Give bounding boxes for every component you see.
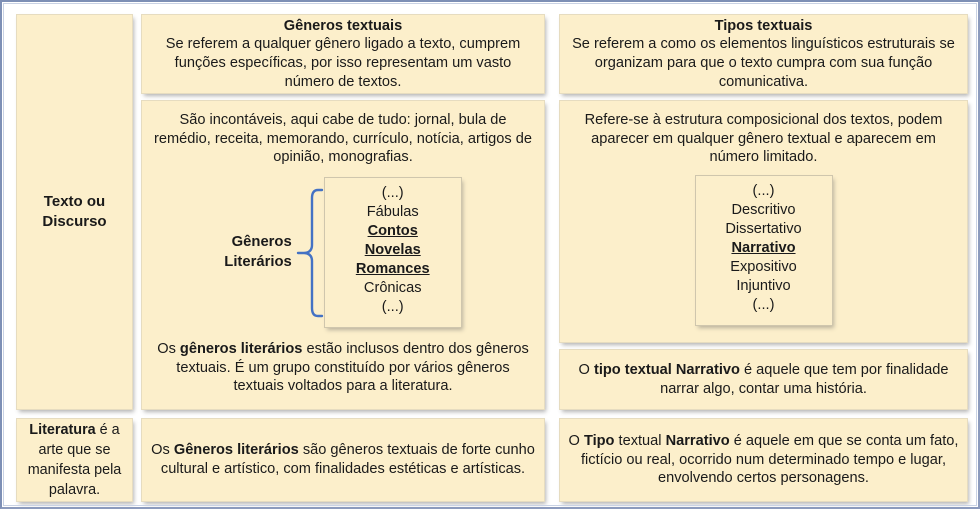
tipos-summary-post: é aquele que tem por finalidade narrar a…: [660, 361, 949, 397]
bottom-cell-generos-literarios: Os Gêneros literários são gêneros textua…: [141, 418, 545, 502]
row-label-literatura: Literatura é a arte que se manifesta pel…: [16, 418, 133, 502]
bottom-tipos-pre: O: [568, 432, 584, 449]
bottom-cell-tipo-narrativo: O Tipo textual Narrativo é aquele em que…: [559, 418, 968, 502]
list-item: Dissertativo: [725, 220, 802, 237]
bottom-tipos-text: O Tipo textual Narrativo é aquele em que…: [568, 432, 959, 488]
list-item: (...): [752, 296, 775, 313]
header-desc-tipos-textuais: Se referem a como os elementos linguísti…: [572, 36, 955, 90]
row-label-literatura-text: Literatura é a arte que se manifesta pel…: [25, 420, 124, 501]
list-item: (...): [381, 185, 404, 202]
bottom-generos-bold: Gêneros literários: [173, 442, 299, 459]
list-item: Contos: [367, 222, 418, 239]
bottom-tipos-post: é aquele em que se conta um fato, fictíc…: [580, 432, 959, 487]
generos-summary-post: estão inclusos dentro dos gêneros textua…: [176, 341, 529, 395]
tipos-summary-bold: tipo textual Narrativo: [593, 361, 740, 378]
bottom-generos-text: Os Gêneros literários são gêneros textua…: [150, 441, 536, 478]
row-label-literatura-rest: é a arte que se manifesta pela palavra.: [27, 421, 122, 499]
row-label-line2: Discurso: [42, 213, 107, 230]
summary-cell-tipo-narrativo: O tipo textual Narrativo é aquele que te…: [559, 349, 968, 410]
bottom-generos-pre: Os: [151, 442, 174, 459]
generos-literarios-label-line2: Literários: [224, 253, 292, 270]
header-title-tipos-textuais: Tipos textuais: [714, 17, 813, 34]
list-item: (...): [752, 183, 775, 200]
list-box-tipos-textuais: (...) Descritivo Dissertativo Narrativo …: [694, 175, 833, 327]
list-box-generos-literarios: (...) Fábulas Contos Novelas Romances Cr…: [323, 177, 462, 329]
header-cell-tipos-textuais: Tipos textuais Se referem a como os elem…: [559, 14, 968, 94]
body-cell-generos-textuais: São incontáveis, aqui cabe de tudo: jorn…: [141, 100, 545, 410]
list-item: Narrativo: [731, 239, 796, 256]
curly-brace-icon: [296, 187, 324, 319]
list-item: Expositivo: [730, 258, 797, 275]
generos-summary-text: Os gêneros literários estão inclusos den…: [150, 340, 536, 396]
list-item: Injuntivo: [736, 277, 791, 294]
generos-summary-bold: gêneros literários: [179, 341, 303, 358]
list-item: Crônicas: [363, 279, 422, 296]
list-item: Novelas: [364, 241, 421, 258]
list-item: Romances: [355, 260, 430, 277]
list-item: Fábulas: [366, 203, 419, 220]
row-label-literatura-bold: Literatura: [29, 421, 96, 438]
bottom-tipos-bold1: Tipo: [583, 432, 615, 449]
header-desc-generos-textuais: Se referem a qualquer gênero ligado a te…: [165, 36, 521, 90]
row-label-texto-ou-discurso: Texto ou Discurso: [16, 14, 133, 410]
row-label-line1: Texto ou: [43, 193, 106, 211]
generos-intro-text: São incontáveis, aqui cabe de tudo: jorn…: [154, 112, 532, 166]
bottom-generos-post: são gêneros textuais de forte cunho cult…: [160, 442, 535, 477]
body-cell-tipos-textuais: Refere-se à estrutura composicional dos …: [559, 100, 968, 343]
list-item: Descritivo: [731, 201, 796, 218]
header-title-generos-textuais: Gêneros textuais: [283, 17, 403, 34]
tipos-intro-text: Refere-se à estrutura composicional dos …: [584, 112, 943, 166]
generos-summary-pre: Os: [157, 341, 180, 358]
tipos-summary-pre: O: [578, 361, 594, 378]
bottom-tipos-bold2: Narrativo: [665, 432, 730, 449]
generos-literarios-label: Gêneros Literários: [224, 233, 295, 271]
header-cell-generos-textuais: Gêneros textuais Se referem a qualquer g…: [141, 14, 545, 94]
bottom-tipos-mid: textual: [614, 432, 666, 449]
diagram-grid: Texto ou Discurso Literatura é a arte qu…: [8, 6, 976, 507]
list-item: (...): [381, 298, 404, 315]
generos-literarios-label-line1: Gêneros: [231, 234, 292, 251]
generos-literarios-group: Gêneros Literários (...) Fábulas Contos …: [150, 177, 536, 329]
tipos-summary-text: O tipo textual Narrativo é aquele que te…: [568, 361, 959, 398]
